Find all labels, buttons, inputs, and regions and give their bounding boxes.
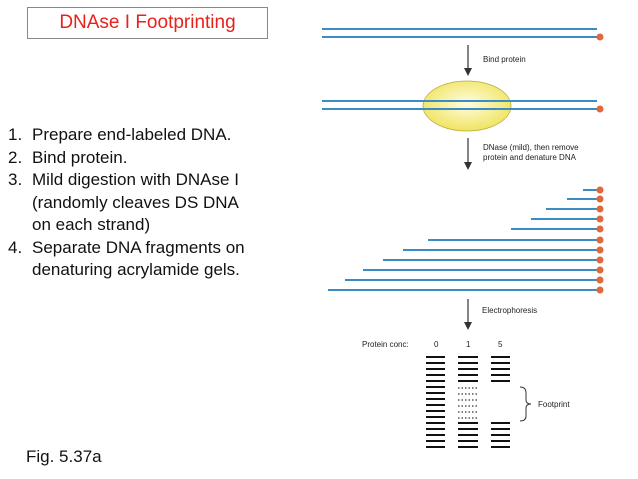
lane-label-5: 5: [498, 340, 503, 349]
figure-caption: Fig. 5.37a: [26, 447, 102, 466]
bind-protein-label: Bind protein: [483, 55, 526, 64]
end-label-dot: [596, 105, 604, 113]
end-label-dot: [596, 195, 604, 203]
footprint-label: Footprint: [538, 400, 570, 409]
end-label-dot: [596, 205, 604, 213]
title-box: DNAse I Footprinting: [27, 7, 268, 39]
step-text: Bind protein.: [32, 147, 128, 167]
arrow-down-icon: [464, 45, 472, 76]
dnase-label-line1: DNase (mild), then remove: [483, 143, 579, 152]
lane-label-1: 1: [466, 340, 471, 349]
end-label-dot: [596, 33, 604, 41]
gel-lane-1: [458, 356, 478, 448]
step-text: Mild digestion with DNAse I (randomly cl…: [32, 170, 239, 234]
end-label-dot: [596, 225, 604, 233]
end-label-dot: [596, 186, 604, 194]
protein-blob: [422, 80, 512, 132]
step-number: 4.: [8, 237, 23, 257]
step-number: 2.: [8, 147, 23, 167]
gel-lane-0: [426, 356, 445, 448]
lane-label-0: 0: [434, 340, 439, 349]
end-label-dot: [596, 236, 604, 244]
step-number: 1.: [8, 125, 23, 144]
protein-conc-label: Protein conc:: [362, 340, 409, 349]
end-label-dot: [596, 215, 604, 223]
steps-list: 1. Prepare end-labeled DNA. 2. Bind prot…: [8, 124, 318, 282]
arrow-down-icon: [464, 299, 472, 330]
step-number: 3.: [8, 170, 23, 189]
dnase-label-line2: protein and denature DNA: [483, 153, 577, 162]
step-2: 2. Bind protein.: [8, 147, 318, 170]
slide-title: DNAse I Footprinting: [59, 12, 236, 33]
end-label-dot: [596, 266, 604, 274]
step-1: 1. Prepare end-labeled DNA.: [8, 124, 318, 147]
arrow-down-icon: [464, 138, 472, 170]
dna-fragments: [328, 186, 604, 294]
gel-lane-5: [491, 356, 510, 448]
step-4: 4. Separate DNA fragments on denaturing …: [8, 237, 318, 282]
end-label-dot: [596, 286, 604, 294]
end-label-dot: [596, 246, 604, 254]
end-label-dot: [596, 276, 604, 284]
step-text: Separate DNA fragments on denaturing acr…: [32, 237, 245, 280]
footprint-brace-icon: [519, 386, 532, 422]
end-label-dot: [596, 256, 604, 264]
step-3: 3. Mild digestion with DNAse I (randomly…: [8, 169, 318, 237]
step-text: Prepare end-labeled DNA.: [32, 125, 232, 144]
electrophoresis-label: Electrophoresis: [482, 306, 537, 315]
